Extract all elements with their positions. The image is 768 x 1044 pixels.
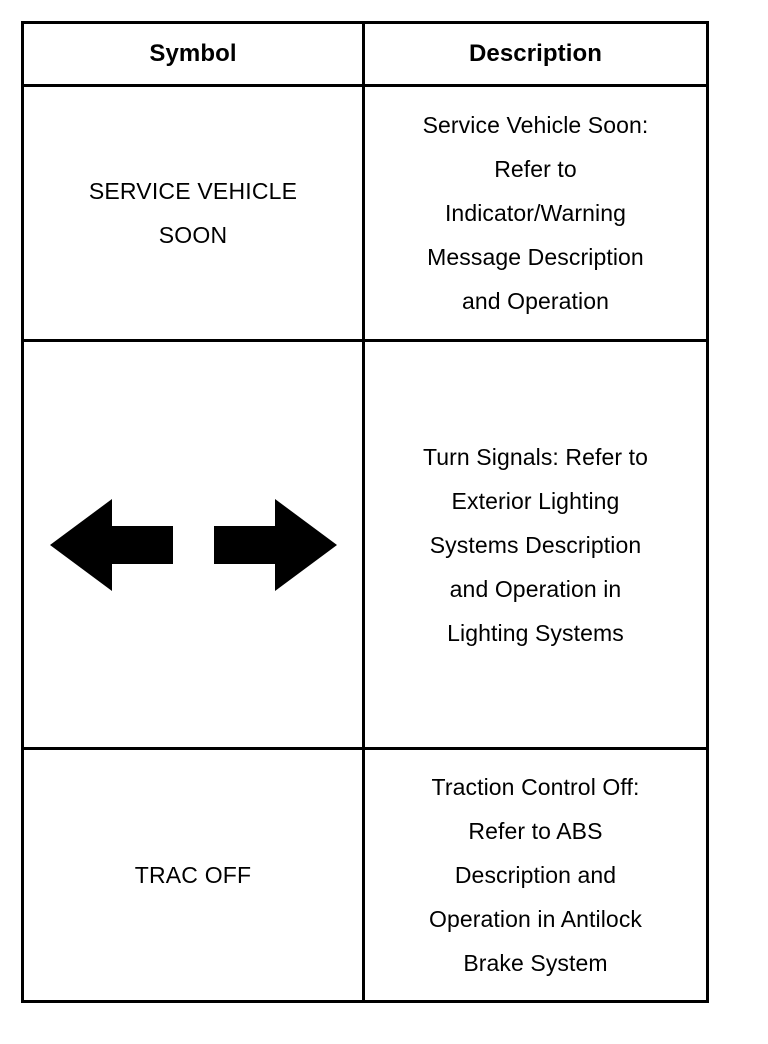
arrow-right-icon	[213, 498, 337, 591]
description-text-service-vehicle-soon: Service Vehicle Soon: Refer to Indicator…	[365, 103, 706, 323]
description-cell-turn-signals: Turn Signals: Refer to Exterior Lighting…	[362, 339, 709, 750]
description-line: Description and	[454, 862, 617, 888]
arrow-left-icon	[49, 498, 173, 591]
table-header-row: Symbol Description	[21, 21, 709, 87]
symbol-text-service-vehicle-soon: SERVICE VEHICLE SOON	[24, 169, 362, 257]
table-row: Turn Signals: Refer to Exterior Lighting…	[21, 339, 709, 750]
turn-signal-arrows	[24, 342, 362, 747]
symbol-line: SERVICE VEHICLE	[88, 178, 298, 204]
description-cell-service-vehicle-soon: Service Vehicle Soon: Refer to Indicator…	[362, 84, 709, 342]
description-line: Systems Description	[429, 531, 642, 558]
description-line: Turn Signals: Refer to	[422, 443, 649, 470]
symbol-line: SOON	[158, 222, 228, 248]
description-line: Brake System	[463, 950, 608, 976]
description-line: Refer to ABS	[468, 818, 603, 844]
description-line: Message Description	[427, 244, 644, 270]
description-line: and Operation in	[449, 575, 622, 602]
description-line: Exterior Lighting	[451, 487, 620, 514]
symbol-cell-turn-signals	[21, 339, 365, 750]
description-line: and Operation	[461, 288, 610, 314]
description-line: Lighting Systems	[447, 619, 624, 646]
description-line: Indicator/Warning	[444, 200, 627, 226]
symbol-cell-service-vehicle-soon: SERVICE VEHICLE SOON	[21, 84, 365, 342]
symbol-line: TRAC OFF	[134, 862, 252, 888]
description-line: Traction Control Off:	[431, 774, 640, 800]
description-cell-trac-off: Traction Control Off: Refer to ABS Descr…	[362, 747, 709, 1003]
table-row: TRAC OFF Traction Control Off: Refer to …	[21, 747, 709, 1003]
column-header-symbol: Symbol	[21, 21, 365, 87]
symbol-text-trac-off: TRAC OFF	[24, 853, 362, 897]
description-line: Operation in Antilock	[428, 906, 643, 932]
description-line: Refer to	[494, 156, 577, 182]
table-row: SERVICE VEHICLE SOON Service Vehicle Soo…	[21, 84, 709, 342]
symbol-cell-trac-off: TRAC OFF	[21, 747, 365, 1003]
symbol-description-table: Symbol Description SERVICE VEHICLE SOON …	[21, 21, 709, 1003]
description-text-trac-off: Traction Control Off: Refer to ABS Descr…	[365, 765, 706, 985]
description-text-turn-signals: Turn Signals: Refer to Exterior Lighting…	[365, 435, 706, 655]
description-line: Service Vehicle Soon:	[422, 112, 649, 138]
column-header-description: Description	[362, 21, 709, 87]
